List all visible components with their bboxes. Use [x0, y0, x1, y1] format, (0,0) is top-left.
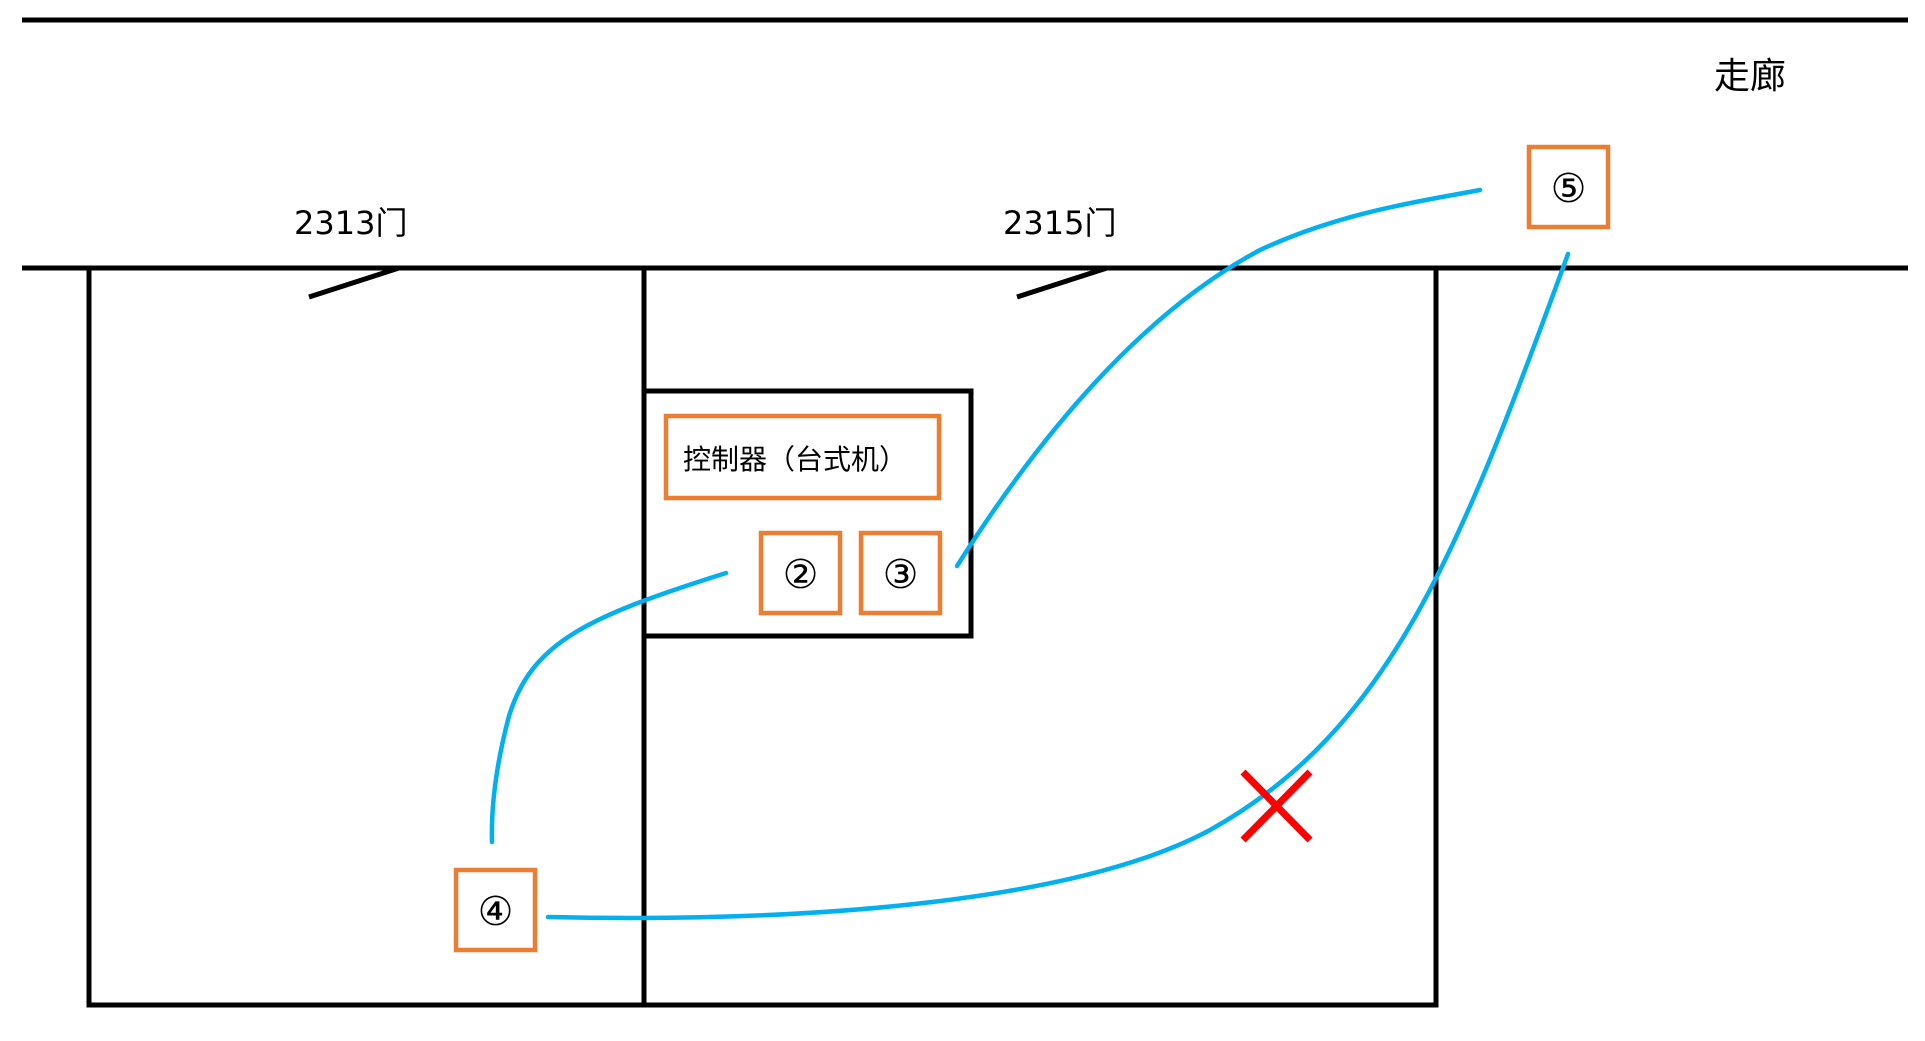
corridor-label: 走廊 — [1714, 56, 1786, 97]
link-3-5 — [954, 187, 1483, 569]
link-2-4 — [489, 570, 729, 845]
door-2313-label: 2313门 — [294, 204, 407, 242]
node-4-label: ④ — [478, 889, 514, 935]
node-4[interactable]: ④ — [453, 867, 538, 953]
node-2-box — [758, 530, 843, 616]
node-2[interactable]: ② — [758, 530, 843, 616]
door-2313[interactable] — [308, 265, 400, 300]
desk-area — [641, 388, 974, 639]
door-2315[interactable] — [1016, 265, 1108, 300]
controller-box[interactable] — [663, 413, 942, 501]
door-2315-label: 2315门 — [1003, 204, 1116, 242]
node-3[interactable]: ③ — [858, 530, 943, 616]
node-2-label: ② — [783, 552, 819, 598]
blocked-link-x-icon — [1240, 769, 1313, 843]
controller-label: 控制器（台式机） — [683, 443, 907, 476]
node-5[interactable]: ⑤ — [1526, 144, 1611, 230]
room-2313-outline — [86, 268, 647, 1008]
node-5-label: ⑤ — [1551, 166, 1587, 212]
link-5-4 — [545, 251, 1571, 921]
node-3-box — [858, 530, 943, 616]
node-3-label: ③ — [883, 552, 919, 598]
node-4-box — [453, 867, 538, 953]
blocked-mark-stroke-2 — [1240, 769, 1313, 843]
node-5-box — [1526, 144, 1611, 230]
